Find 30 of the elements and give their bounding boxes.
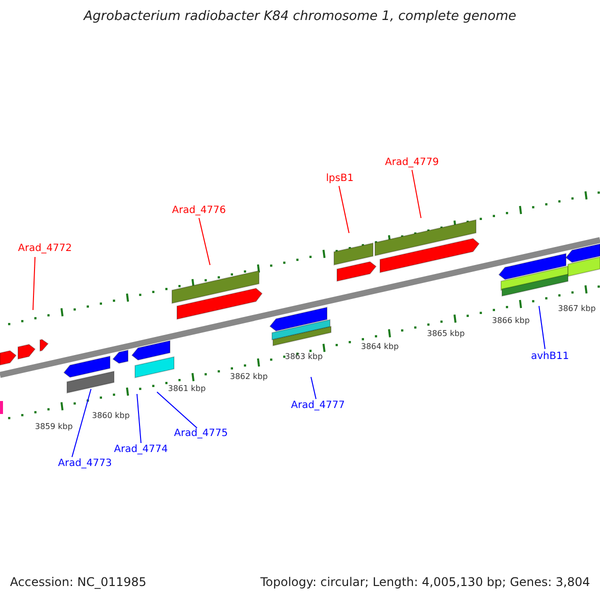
leader-line xyxy=(338,186,350,234)
gene-label: Arad_4774 xyxy=(114,444,168,455)
scale-label: 3862 kbp xyxy=(230,373,268,382)
leader-line xyxy=(32,256,36,310)
scale-label: 3866 kbp xyxy=(492,317,530,326)
scale-label: 3859 kbp xyxy=(35,423,73,432)
scale-label: 3865 kbp xyxy=(427,330,465,339)
scale-label: 3863 kbp xyxy=(285,353,323,362)
scale-label: 3861 kbp xyxy=(168,385,206,394)
gene-label: Arad_4779 xyxy=(385,157,439,168)
leader-line xyxy=(136,394,142,444)
gene-label: Arad_4772 xyxy=(18,243,72,254)
accession-text: Accession: NC_011985 xyxy=(10,576,146,590)
title: Agrobacterium radiobacter K84 chromosome 1, complete genome xyxy=(82,10,518,24)
leader-line xyxy=(310,376,316,400)
leader-line xyxy=(412,170,422,218)
genome-info-text: Topology: circular; Length: 4,005,130 bp; Genes: 3,804 xyxy=(260,576,590,590)
scale-label: 3860 kbp xyxy=(92,412,130,421)
gene-label: Arad_4775 xyxy=(174,428,228,439)
leader-line xyxy=(538,306,546,350)
gene-label: lpsB1 xyxy=(326,173,354,184)
leader-line xyxy=(156,392,198,428)
gene-label: Arad_4777 xyxy=(291,400,345,411)
scale-label: 3864 kbp xyxy=(361,343,399,352)
scale-label: 3867 kbp xyxy=(558,305,596,314)
gene-label: Arad_4776 xyxy=(172,205,226,216)
gene-label: Arad_4773 xyxy=(58,458,112,469)
gene-label: avhB11 xyxy=(531,351,569,362)
leader-line xyxy=(198,218,210,266)
leader-line xyxy=(72,388,92,458)
